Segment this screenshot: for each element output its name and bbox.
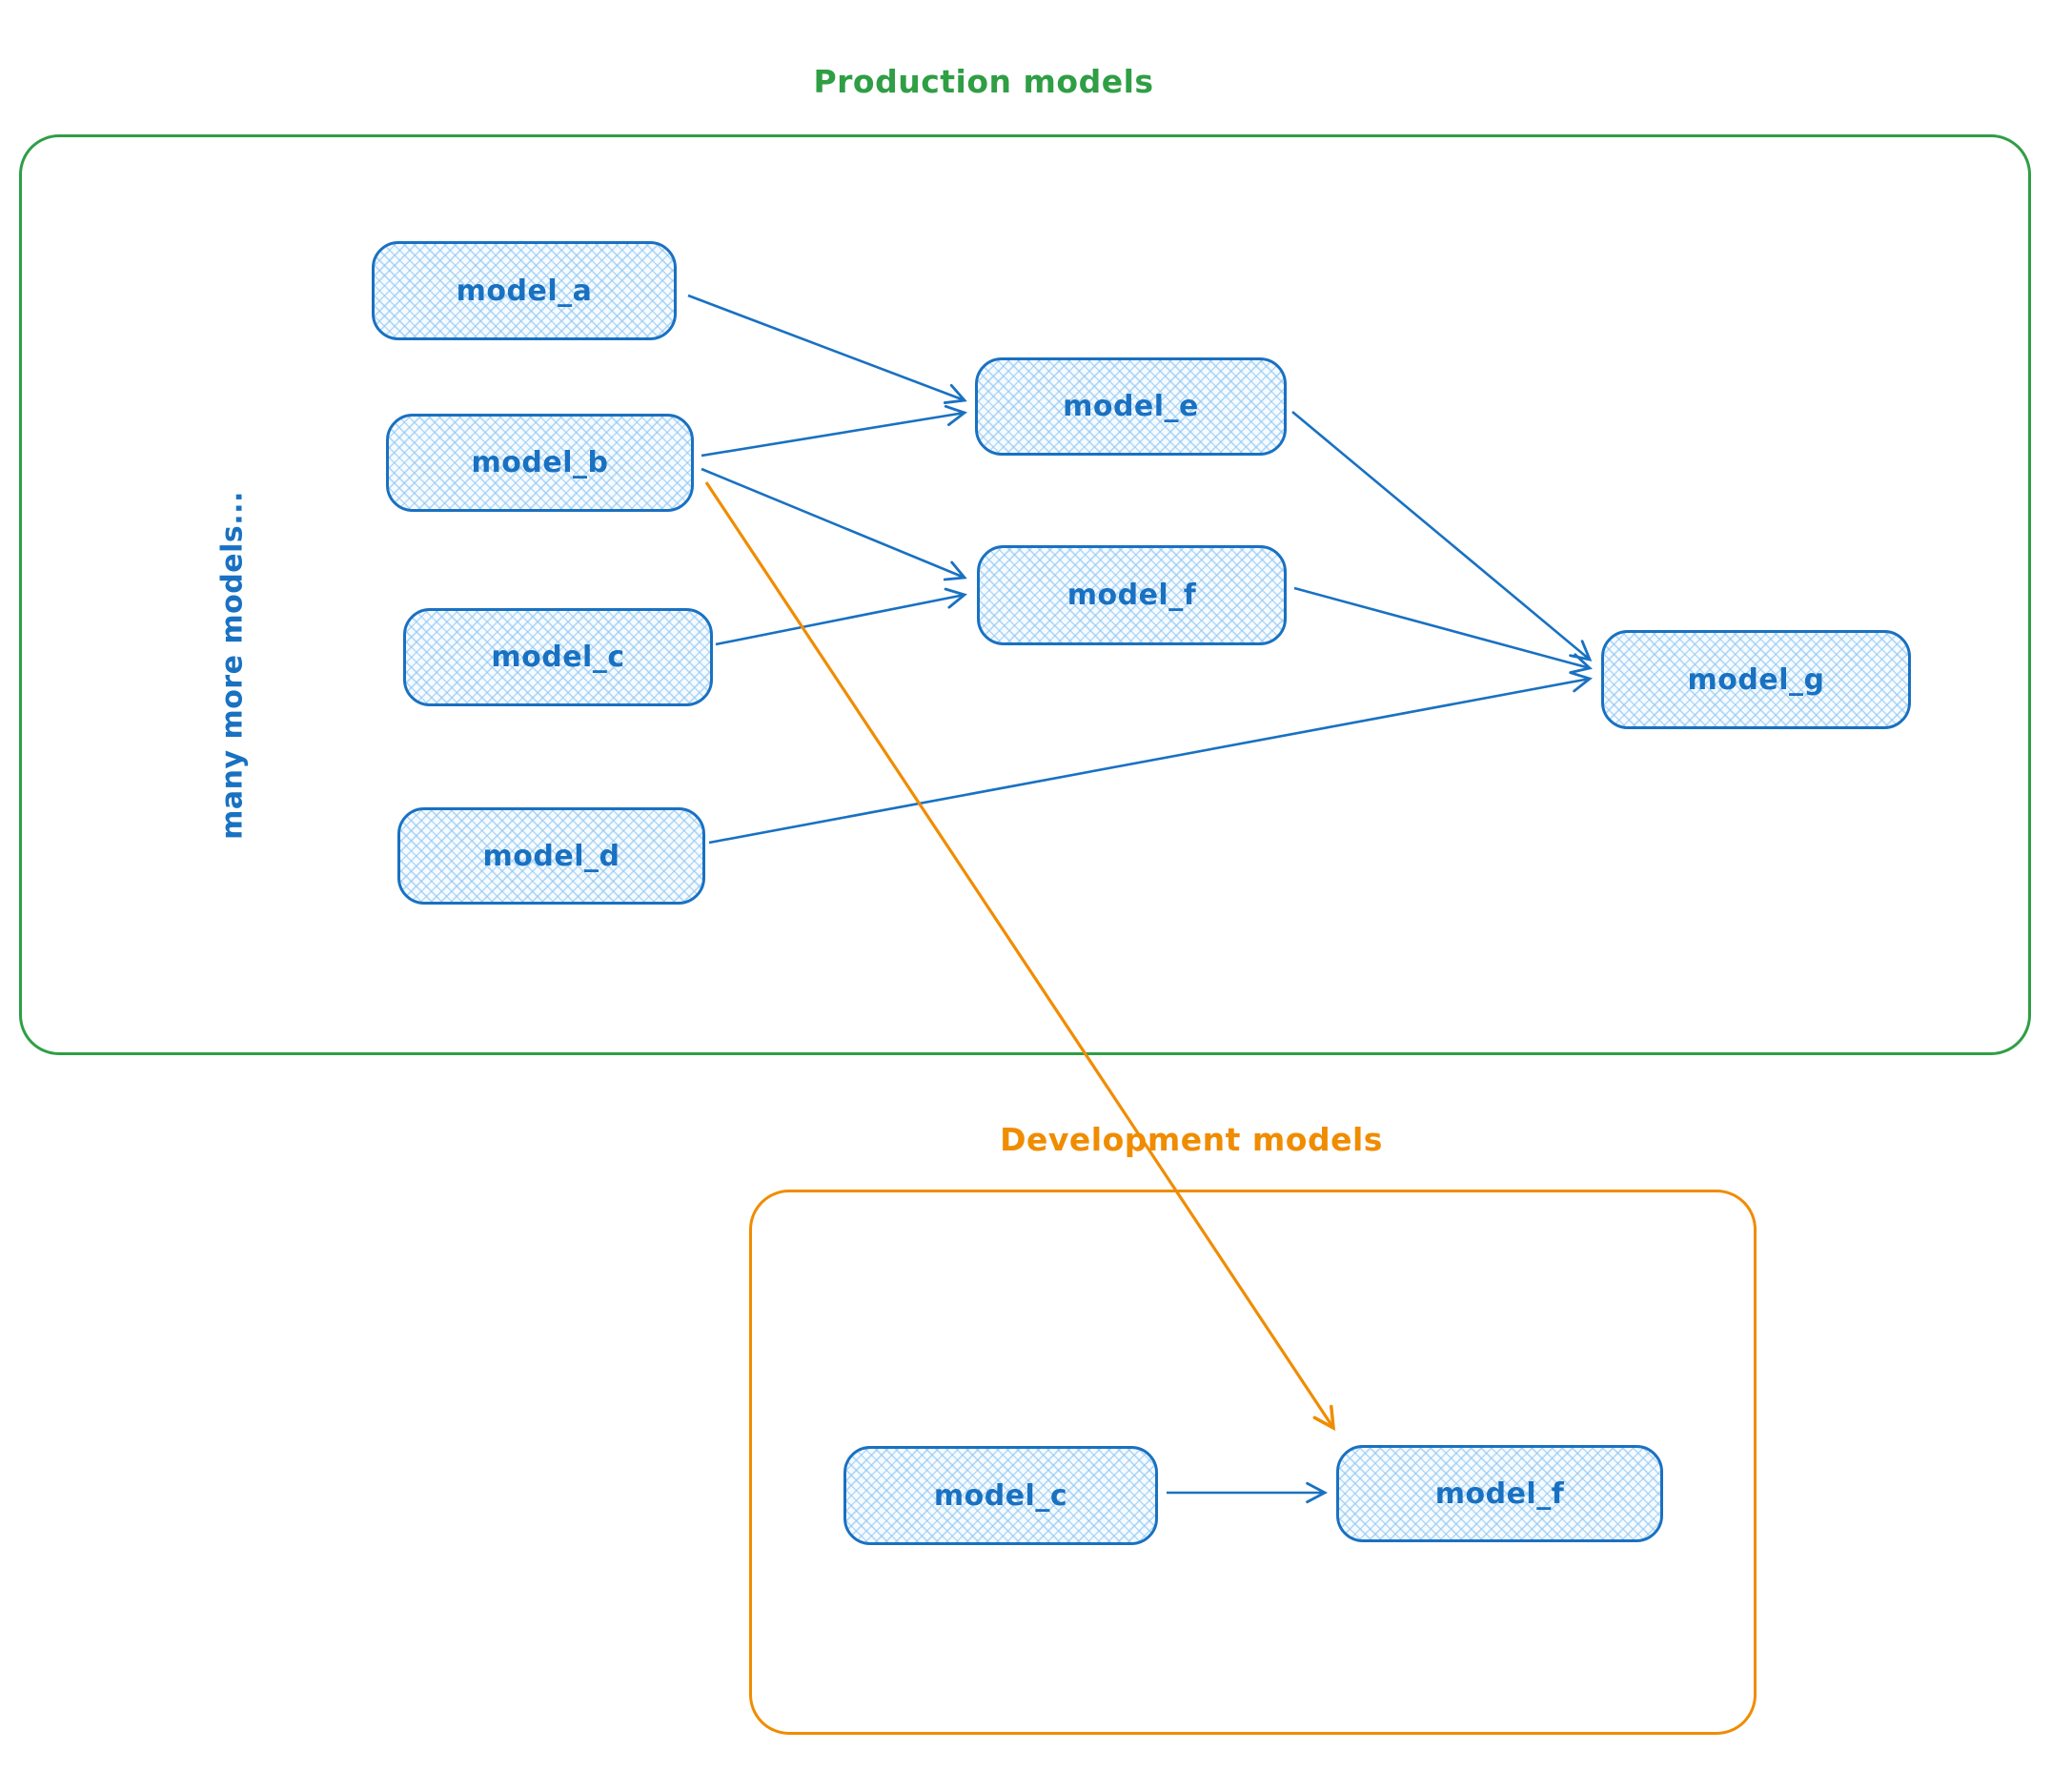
node-model-d: model_d bbox=[397, 807, 705, 905]
node-model-e: model_e bbox=[975, 357, 1287, 456]
node-dev-model-f: model_f bbox=[1336, 1445, 1663, 1542]
node-model-e-label: model_e bbox=[1063, 390, 1199, 423]
node-model-b: model_b bbox=[386, 414, 694, 512]
node-model-g: model_g bbox=[1601, 630, 1911, 729]
node-model-d-label: model_d bbox=[482, 839, 620, 873]
node-dev-model-c: model_c bbox=[843, 1446, 1158, 1545]
production-group-title: Production models bbox=[813, 63, 1154, 100]
node-dev-model-c-label: model_c bbox=[933, 1478, 1068, 1513]
node-model-b-label: model_b bbox=[471, 446, 609, 479]
node-model-f-label: model_f bbox=[1066, 579, 1197, 612]
node-model-a: model_a bbox=[372, 241, 677, 340]
node-dev-model-f-label: model_f bbox=[1434, 1476, 1565, 1511]
node-model-c-label: model_c bbox=[491, 641, 625, 674]
node-model-f: model_f bbox=[977, 545, 1287, 645]
node-model-c: model_c bbox=[403, 608, 713, 706]
development-group-title: Development models bbox=[1000, 1121, 1383, 1158]
node-model-g-label: model_g bbox=[1687, 662, 1825, 697]
node-model-a-label: model_a bbox=[456, 274, 593, 308]
many-more-models-note: many more models... bbox=[215, 491, 250, 840]
